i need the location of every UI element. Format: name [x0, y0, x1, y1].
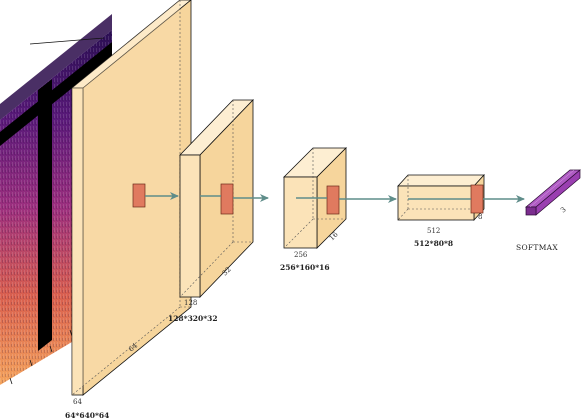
dim-conv3-depth: 256	[294, 251, 308, 259]
caption-conv4: 512*80*8	[414, 239, 453, 248]
spectrogram-horizontal-band	[0, 42, 112, 146]
spectrogram-vertical-band	[38, 79, 52, 351]
kernel-conv4	[470, 184, 484, 214]
dim-conv1-depth: 64	[73, 398, 82, 406]
flow-arrows	[145, 192, 525, 203]
layer-block-conv1	[70, 0, 192, 396]
dimension-labels: 64 64 128 32 256 16 512 8 3	[73, 206, 568, 406]
dim-conv2-depth: 128	[184, 299, 197, 307]
layer-block-conv3	[283, 147, 347, 249]
layer-block-conv4	[397, 173, 485, 222]
dim-conv2-side: 32	[221, 265, 233, 277]
layer-captions: 64*640*64 128*320*32 256*160*16 512*80*8…	[65, 239, 558, 420]
dim-conv4-side: 8	[478, 213, 482, 221]
layer-block-softmax	[525, 169, 581, 216]
layer-block-conv2	[179, 99, 254, 298]
caption-conv1: 64*640*64	[65, 411, 109, 420]
dim-softmax-side: 3	[559, 206, 568, 215]
caption-conv3: 256*160*16	[280, 263, 330, 272]
dim-conv4-depth: 512	[427, 227, 440, 235]
caption-softmax: SOFTMAX	[516, 243, 558, 252]
kernel-conv3	[326, 185, 340, 215]
caption-conv2: 128*320*32	[168, 314, 218, 323]
kernel-conv2	[220, 183, 234, 215]
kernel-conv1	[132, 183, 146, 208]
